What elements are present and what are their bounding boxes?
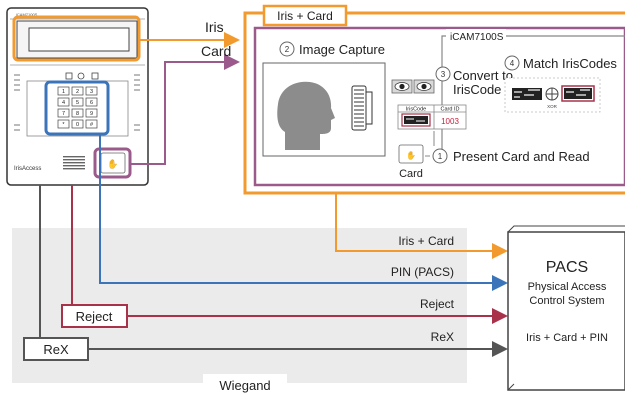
- keypad-key: [71, 108, 84, 118]
- signal-pin-line: [99, 134, 508, 291]
- step-1-circle: [432, 148, 448, 164]
- iris-card-title-box: [262, 4, 348, 27]
- card-icon-label: Card: [399, 168, 423, 180]
- keypad-key-label: 4: [62, 100, 65, 106]
- card-reader-icon: ✋: [107, 158, 118, 169]
- step-1-number: 1: [438, 152, 443, 161]
- signal-pin-label: PIN (PACS): [391, 265, 454, 279]
- iris-label: Iris: [205, 19, 224, 35]
- step-2-circle: [279, 41, 295, 57]
- keypad-key: [71, 119, 84, 129]
- icam-processing-box: [253, 26, 625, 187]
- keypad-key-label: *: [62, 122, 65, 128]
- step-4-label: Match IrisCodes: [523, 56, 617, 71]
- keypad-keys: 1 2 3 4 5 6 7 8 9 * 0 #: [57, 86, 98, 129]
- wiegand-label: Wiegand: [219, 378, 270, 393]
- pacs-title: PACS: [546, 259, 588, 276]
- signal-iris-card-label: Iris + Card: [398, 234, 454, 248]
- signal-reject-label: Reject: [420, 297, 455, 311]
- card-icon: ✋: [406, 150, 416, 160]
- reject-box: [61, 304, 128, 328]
- head-silhouette-icon: [277, 81, 335, 150]
- keypad-key: [85, 108, 98, 118]
- pacs-box: PACS Physical Access Control System Iris…: [507, 225, 625, 391]
- iris-card-title: Iris + Card: [277, 9, 333, 23]
- step-1-label: Present Card and Read: [453, 149, 590, 164]
- keypad-key-label: 1: [62, 89, 65, 95]
- signal-iris-card-line: [335, 193, 508, 259]
- device-brand: IrisAccess: [14, 166, 41, 172]
- iris-card-box: [243, 11, 625, 195]
- keypad-key-label: 8: [76, 111, 79, 117]
- keypad-key-label: 3: [90, 89, 93, 95]
- keypad-key: [57, 97, 70, 107]
- rex-box: [23, 337, 89, 361]
- camera-icon: [351, 85, 373, 131]
- step-3-label-line2: IrisCode: [453, 82, 501, 97]
- device-model-tag: iCAM7100S: [16, 12, 38, 17]
- step-4-number: 4: [510, 59, 515, 68]
- keypad-key: [85, 97, 98, 107]
- signal-rex-label: ReX: [431, 330, 454, 344]
- step-2-number: 2: [285, 45, 290, 54]
- keypad-key: [85, 86, 98, 96]
- icam-title: iCAM7100S: [450, 32, 504, 43]
- keypad-key-label: 5: [76, 100, 79, 106]
- pacs-mode: Iris + Card + PIN: [526, 332, 608, 344]
- keypad-key: [71, 86, 84, 96]
- keypad-key-label: 9: [90, 111, 93, 117]
- keypad-key-label: 6: [90, 100, 93, 106]
- card-label: Card: [201, 43, 231, 59]
- step-2-label: Image Capture: [299, 42, 385, 57]
- keypad-key: [57, 119, 70, 129]
- keypad-key: [85, 119, 98, 129]
- wiegand-label-box: [203, 374, 287, 396]
- step-4-circle: [504, 55, 520, 71]
- card-icon-box: [398, 144, 424, 164]
- iriscode-table: IrisCode Card ID 1003: [397, 104, 467, 130]
- keypad-key-label: 0: [76, 122, 79, 128]
- card-arrow: [130, 54, 240, 165]
- table-card-id-value: 1003: [441, 117, 459, 126]
- pacs-subtitle-line2: Control System: [529, 295, 604, 307]
- eye-images: [391, 79, 435, 94]
- iris-reader-device: iCAM7100S 1 2 3 4 5 6 7 8 9 * 0 # IrisAccess: [6, 7, 149, 186]
- keypad-highlight: [44, 80, 110, 136]
- step-3-number: 3: [441, 70, 446, 79]
- step-3-circle: [435, 66, 451, 82]
- keypad-key: [71, 97, 84, 107]
- iris-window-highlight: [12, 15, 141, 62]
- table-header-card-id: Card ID: [441, 107, 460, 113]
- rex-box-label: ReX: [43, 342, 69, 357]
- keypad-key-label: #: [90, 122, 94, 128]
- pacs-subtitle-line1: Physical Access: [528, 281, 607, 293]
- keypad-key: [57, 108, 70, 118]
- keypad-key: [57, 86, 70, 96]
- step-3-label-line1: Convert to: [453, 68, 513, 83]
- keypad-key-label: 7: [62, 111, 65, 117]
- keypad-key-label: 2: [76, 89, 79, 95]
- table-header-iriscode: IrisCode: [406, 107, 426, 113]
- xor-label: XOR: [547, 104, 558, 109]
- reject-box-label: Reject: [76, 309, 113, 324]
